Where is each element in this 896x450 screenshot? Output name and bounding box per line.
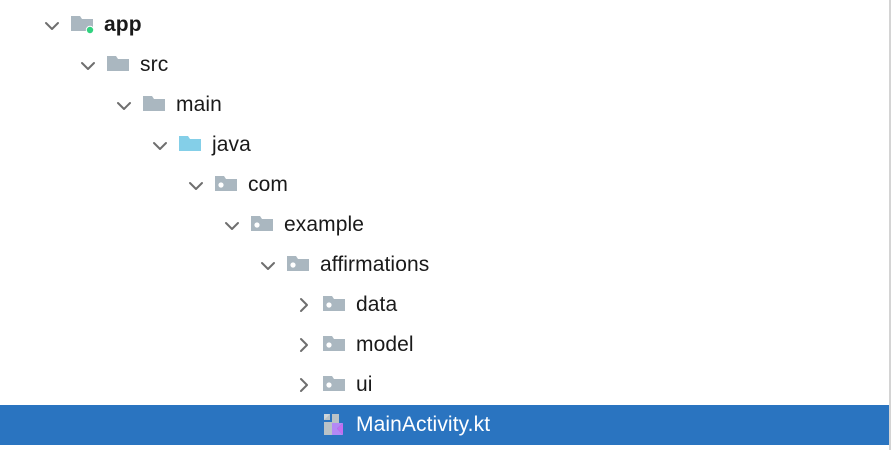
tree-node-label: affirmations — [320, 253, 430, 276]
chevron-down-icon[interactable] — [220, 213, 244, 237]
tree-node-label: com — [248, 173, 288, 196]
tree-node-label: java — [212, 133, 251, 156]
folder-icon — [106, 52, 132, 78]
tree-row-affirmations[interactable]: affirmations — [0, 245, 889, 285]
package-folder-icon — [286, 252, 312, 278]
source-root-folder-icon — [178, 132, 204, 158]
chevron-down-icon[interactable] — [256, 253, 280, 277]
chevron-right-icon[interactable] — [292, 333, 316, 357]
package-folder-icon — [214, 172, 240, 198]
tree-row-ui[interactable]: ui — [0, 365, 889, 405]
tree-node-label: src — [140, 53, 169, 76]
chevron-right-icon[interactable] — [292, 293, 316, 317]
chevron-down-icon[interactable] — [76, 53, 100, 77]
tree-node-label: app — [104, 13, 142, 36]
tree-row-src[interactable]: src — [0, 45, 889, 85]
tree-row-example[interactable]: example — [0, 205, 889, 245]
package-folder-icon — [322, 332, 348, 358]
package-folder-icon — [322, 292, 348, 318]
chevron-right-icon[interactable] — [292, 373, 316, 397]
tree-row-app[interactable]: app — [0, 5, 889, 45]
module-folder-icon — [70, 12, 96, 38]
tree-node-label: MainActivity.kt — [356, 413, 491, 436]
tree-node-label: model — [356, 333, 414, 356]
tree-node-label: ui — [356, 373, 373, 396]
tree-row-java[interactable]: java — [0, 125, 889, 165]
folder-icon — [142, 92, 168, 118]
tree-node-label: example — [284, 213, 365, 236]
chevron-down-icon[interactable] — [112, 93, 136, 117]
tree-row-com[interactable]: com — [0, 165, 889, 205]
package-folder-icon — [322, 372, 348, 398]
tree-row-main[interactable]: main — [0, 85, 889, 125]
tree-node-label: data — [356, 293, 398, 316]
tree-row-model[interactable]: model — [0, 325, 889, 365]
package-folder-icon — [250, 212, 276, 238]
tree-row-data[interactable]: data — [0, 285, 889, 325]
kotlin-file-icon — [322, 412, 348, 438]
tree-node-label: main — [176, 93, 222, 116]
vertical-scrollbar[interactable] — [889, 0, 891, 450]
chevron-down-icon[interactable] — [184, 173, 208, 197]
tree-row-mainactivity-kt[interactable]: MainActivity.kt — [0, 405, 889, 445]
chevron-down-icon[interactable] — [40, 13, 64, 37]
chevron-down-icon[interactable] — [148, 133, 172, 157]
